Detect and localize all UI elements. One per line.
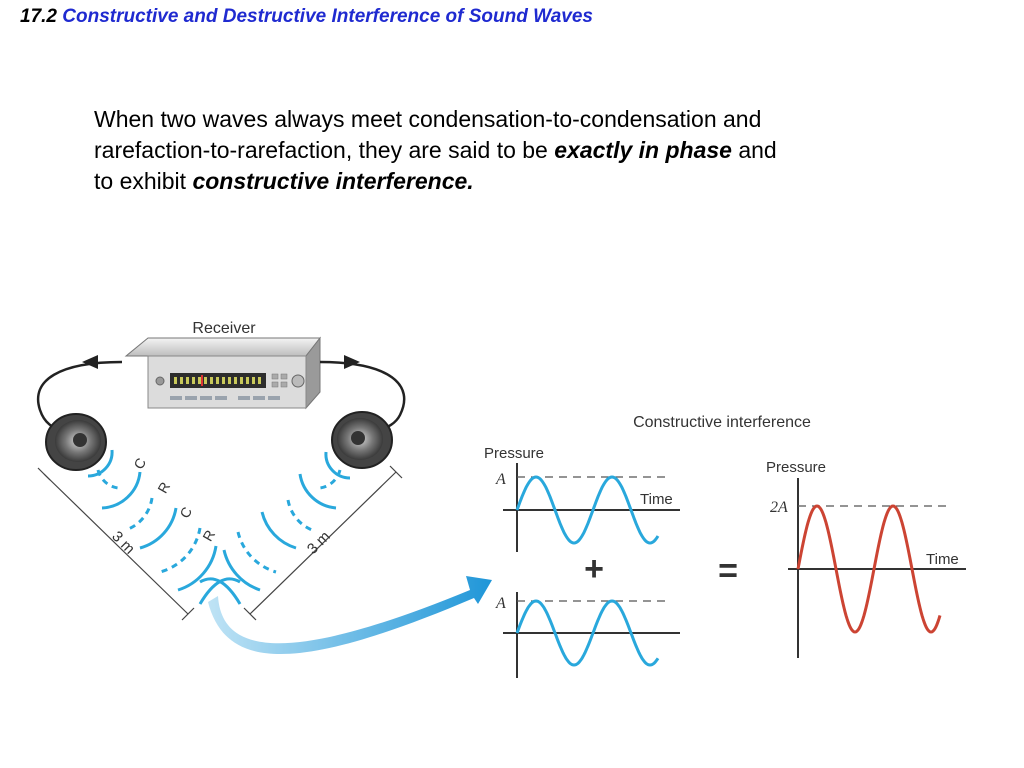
rarefaction-label-2: R [199, 527, 218, 544]
emphasis-constructive: constructive interference. [192, 168, 474, 194]
slide-header: 17.2 Constructive and Destructive Interf… [20, 6, 593, 28]
body-line-1: When two waves always meet condensation-… [94, 106, 762, 132]
wave-plot-2: A [495, 592, 680, 678]
pressure-label-result: Pressure [766, 459, 826, 476]
body-line-2a: rarefaction-to-rarefaction, they are sai… [94, 137, 555, 163]
receiver-unit: Receiver [124, 320, 322, 410]
section-number: 17.2 [20, 6, 57, 27]
right-distance-marker [243, 465, 403, 621]
time-label-1: Time [640, 491, 673, 508]
pressure-label-1: Pressure [484, 445, 544, 462]
emphasis-in-phase: exactly in phase [554, 137, 732, 163]
left-wire-arrow [82, 355, 98, 369]
pointer-arrow [208, 576, 492, 655]
wave-curve-2 [515, 599, 660, 667]
right-distance-label: 3 m [304, 528, 334, 558]
rarefaction-label-1: R [154, 479, 173, 496]
double-amplitude-label: 2A [770, 499, 788, 516]
wave-plot-1: Pressure A Time [484, 445, 680, 552]
left-distance-label: 3 m [108, 528, 138, 558]
time-label-result: Time [926, 551, 959, 568]
equals-sign: = [718, 552, 738, 590]
condensation-label-2: C [176, 504, 195, 521]
amplitude-label-2: A [495, 595, 506, 612]
wave-curve-1 [515, 475, 660, 545]
result-plot: Pressure 2A Time [766, 459, 966, 658]
body-line-3a: to exhibit [94, 168, 193, 194]
left-wavefronts [87, 449, 218, 592]
plus-sign: + [584, 550, 604, 588]
body-paragraph: When two waves always meet condensation-… [94, 104, 874, 197]
left-distance-marker [37, 467, 195, 621]
left-speaker [45, 413, 107, 471]
meeting-wavefront-2 [198, 577, 241, 605]
right-wavefronts [222, 451, 351, 592]
body-line-2b: and [731, 137, 777, 163]
amplitude-label-1: A [495, 471, 506, 488]
right-wire-arrow [344, 355, 360, 369]
condensation-label-1: C [130, 455, 149, 472]
result-wave-curve [796, 504, 942, 634]
right-speaker [331, 411, 393, 469]
receiver-label: Receiver [192, 320, 256, 337]
plot-title: Constructive interference [633, 414, 811, 431]
section-title: Constructive and Destructive Interferenc… [62, 6, 593, 27]
